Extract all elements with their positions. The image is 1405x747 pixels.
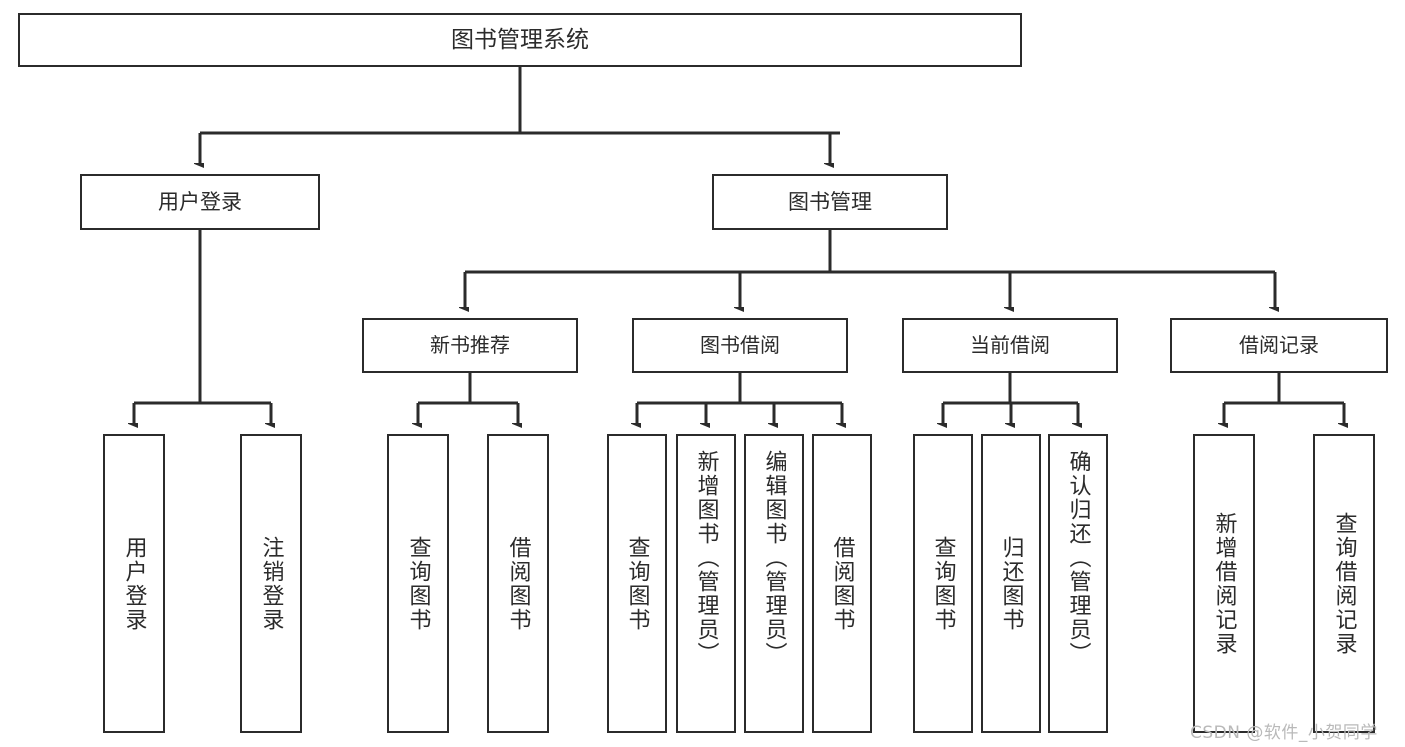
node-label: 编辑图书（管理员）: [761, 450, 787, 666]
node-label: 新增图书（管理员）: [693, 450, 719, 666]
node-tier2-book-borrow[interactable]: 图书借阅: [632, 318, 848, 373]
node-label: 查询图书: [930, 535, 956, 632]
node-root-system[interactable]: 图书管理系统: [18, 13, 1022, 67]
node-label: 注销登录: [258, 535, 284, 632]
node-leaf-query-book-current[interactable]: 查询图书: [913, 434, 973, 733]
csdn-watermark: CSDN @软件_小贺同学: [1190, 723, 1378, 743]
node-leaf-add-book-admin[interactable]: 新增图书（管理员）: [676, 434, 736, 733]
node-leaf-query-book-borrow[interactable]: 查询图书: [607, 434, 667, 733]
node-label: 新书推荐: [430, 332, 510, 357]
node-label: 新增借阅记录: [1211, 511, 1237, 656]
node-label: 归还图书: [998, 535, 1024, 632]
node-label: 借阅记录: [1239, 332, 1319, 357]
node-leaf-borrow-book-recommend[interactable]: 借阅图书: [487, 434, 549, 733]
node-leaf-user-login[interactable]: 用户登录: [103, 434, 165, 733]
node-label: 当前借阅: [970, 332, 1050, 357]
node-tier2-current-borrow[interactable]: 当前借阅: [902, 318, 1118, 373]
node-leaf-confirm-return-admin[interactable]: 确认归还（管理员）: [1048, 434, 1108, 733]
node-label: 确认归还（管理员）: [1065, 450, 1091, 666]
node-tier2-borrow-record[interactable]: 借阅记录: [1170, 318, 1388, 373]
node-label: 用户登录: [121, 535, 147, 632]
node-label: 查询借阅记录: [1331, 511, 1357, 656]
node-label: 查询图书: [405, 535, 431, 632]
node-leaf-edit-book-admin[interactable]: 编辑图书（管理员）: [744, 434, 804, 733]
node-leaf-logout[interactable]: 注销登录: [240, 434, 302, 733]
node-tier2-new-book-recommend[interactable]: 新书推荐: [362, 318, 578, 373]
node-label: 图书借阅: [700, 332, 780, 357]
node-leaf-query-borrow-record[interactable]: 查询借阅记录: [1313, 434, 1375, 733]
node-label: 图书管理系统: [451, 26, 589, 53]
node-label: 查询图书: [624, 535, 650, 632]
node-label: 借阅图书: [505, 535, 531, 632]
node-leaf-add-borrow-record[interactable]: 新增借阅记录: [1193, 434, 1255, 733]
node-label: 用户登录: [158, 189, 242, 214]
node-leaf-query-book-recommend[interactable]: 查询图书: [387, 434, 449, 733]
node-leaf-return-book[interactable]: 归还图书: [981, 434, 1041, 733]
node-tier1-book-management[interactable]: 图书管理: [712, 174, 948, 230]
node-label: 借阅图书: [829, 535, 855, 632]
node-tier1-user-login[interactable]: 用户登录: [80, 174, 320, 230]
node-leaf-borrow-book[interactable]: 借阅图书: [812, 434, 872, 733]
node-label: 图书管理: [788, 189, 872, 214]
